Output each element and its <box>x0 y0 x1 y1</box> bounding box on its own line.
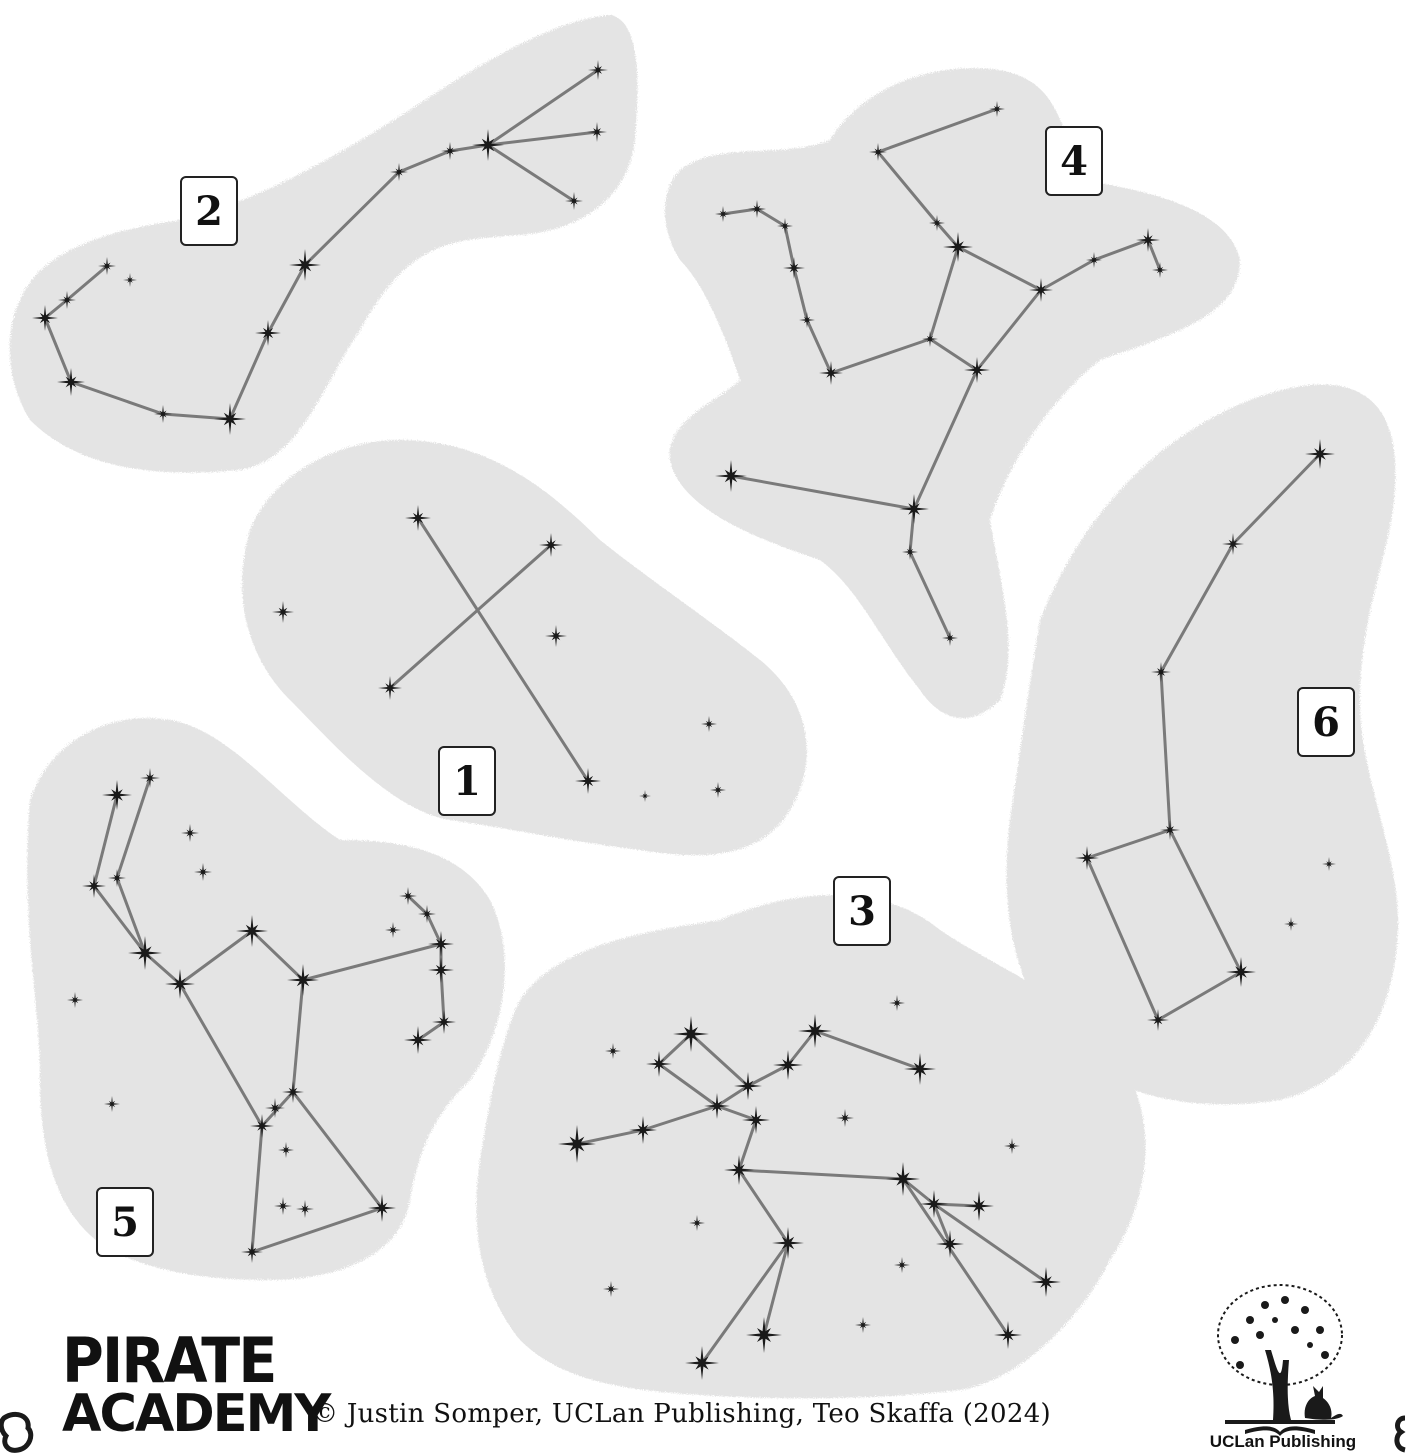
edge-ornament-right-icon <box>1393 1410 1407 1455</box>
publisher-name: UCLan Publishing <box>1203 1432 1363 1452</box>
tree-fox-logo-icon <box>1205 1280 1355 1450</box>
copyright-text: © Justin Somper, UCLan Publishing, Teo S… <box>312 1399 1051 1429</box>
brand-line-2: ACADEMY <box>62 1388 289 1440</box>
pirate-academy-logo: PIRATE ACADEMY <box>62 1330 294 1438</box>
constellation-label-6: 6 <box>1297 687 1355 757</box>
edge-ornament-left-icon <box>0 1410 36 1455</box>
constellation-label-4: 4 <box>1045 126 1103 196</box>
brand-line-1: PIRATE <box>62 1330 275 1392</box>
constellation-label-3: 3 <box>833 876 891 946</box>
constellation-label-1: 1 <box>438 746 496 816</box>
constellation-label-2: 2 <box>180 176 238 246</box>
constellation-label-5: 5 <box>96 1187 154 1257</box>
cloud-area-2 <box>10 15 638 473</box>
